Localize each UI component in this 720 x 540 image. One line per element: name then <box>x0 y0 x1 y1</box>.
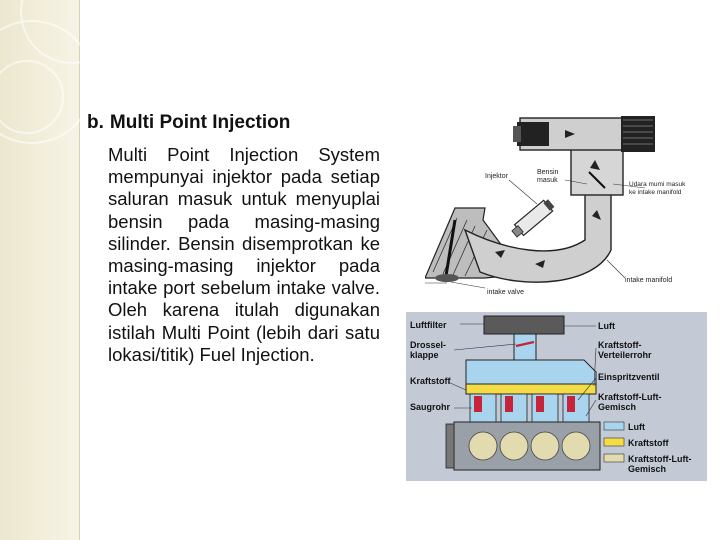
leader-lines <box>450 179 646 289</box>
heading-number: b. <box>87 112 104 133</box>
schematic-leader-lines <box>447 323 597 417</box>
label-verteiler-1: Kraftstoff- <box>598 340 642 350</box>
intake-plenum <box>465 359 597 385</box>
slide-heading: b.Multi Point Injection <box>87 112 290 134</box>
air-inlet <box>513 126 521 142</box>
injector <box>511 199 555 238</box>
filter-mesh <box>623 119 653 145</box>
intake-valve-stem <box>443 219 457 283</box>
decorative-side-band <box>0 0 124 540</box>
legend-label-kraftstoff: Kraftstoff <box>628 438 669 448</box>
air-filter-right <box>621 116 655 152</box>
label-gemisch-1: Kraftstoff-Luft- <box>598 392 661 402</box>
injectors <box>474 396 575 412</box>
label-luft: Luft <box>598 321 615 331</box>
label-drossel-1: Drossel- <box>410 340 446 350</box>
heading-title: Multi Point Injection <box>109 112 291 133</box>
intake-manifold-diagram: Injektor Bensin masuk Udara mumi masuk k… <box>425 116 686 296</box>
label-gemisch-2: Gemisch <box>598 402 636 412</box>
slide-paragraph: Multi Point Injection System mempunyai i… <box>108 144 380 365</box>
throttle-plate <box>588 171 606 189</box>
label-saugrohr: Saugrohr <box>410 402 451 412</box>
intake-port <box>463 181 612 283</box>
airflow-arrows <box>495 130 601 268</box>
label-luftfilter: Luftfilter <box>410 320 447 330</box>
decorative-ring <box>0 60 64 134</box>
label-verteiler-2: Verteilerrohr <box>598 350 652 360</box>
label-einspritzventil: Einspritzventil <box>598 372 660 382</box>
air-filter <box>483 315 565 335</box>
legend-label-gemisch-1: Kraftstoff-Luft- <box>628 454 691 464</box>
intake-valve-head <box>435 274 459 282</box>
label-injektor: Injektor <box>485 173 509 180</box>
legend-label-luft: Luft <box>628 422 645 432</box>
label-kraftstoff: Kraftstoff <box>410 376 451 386</box>
legend-label-gemisch-2: Gemisch <box>628 464 666 474</box>
label-intake-valve: intake valve <box>487 289 524 296</box>
label-udara-2: ke intake manifold <box>629 189 682 196</box>
legend-swatch-kraftstoff <box>603 437 625 447</box>
label-intake-manifold: intake manifold <box>625 277 672 284</box>
fuel-rail <box>465 383 597 395</box>
mpi-schematic-diagram: Luftfilter Drossel- klappe Kraftstoff Sa… <box>406 312 707 481</box>
air-intake-neck <box>513 333 537 361</box>
label-drossel-2: klappe <box>410 350 439 360</box>
legend-swatch-gemisch <box>603 453 625 463</box>
flywheel <box>445 423 455 469</box>
cylinders <box>468 431 591 461</box>
label-udara-1: Udara mumi masuk <box>629 181 686 188</box>
air-filter-left <box>517 122 549 146</box>
label-bensin-2: masuk <box>537 177 558 184</box>
label-bensin-1: Bensin <box>537 169 559 176</box>
throttle-valve <box>515 340 535 348</box>
legend-swatch-luft <box>603 421 625 431</box>
